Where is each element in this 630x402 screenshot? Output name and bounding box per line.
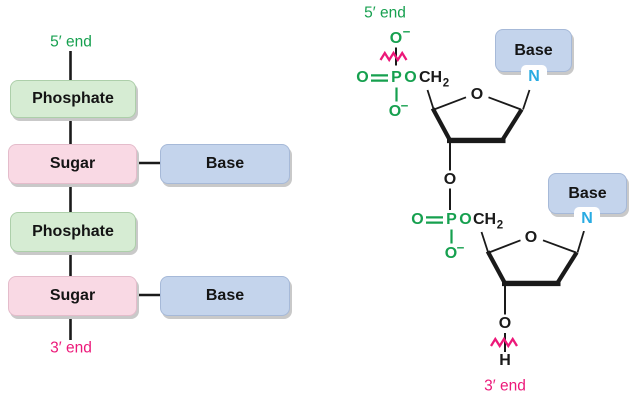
nitrogen-1-notch: N [521, 65, 547, 89]
o3-hydrogen-atom: H [499, 352, 511, 369]
p1-phosphorus-atom: P [391, 69, 402, 86]
phosphate-box-2-label: Phosphate [32, 223, 114, 240]
o3-oxygen-atom: O [498, 315, 512, 332]
phosphodiester-bridge-oxygen-atom: O [443, 170, 457, 188]
p1-ester-oxygen-atom: O [404, 69, 417, 86]
ring2-left-wedge [485, 250, 507, 284]
structure-3prime-end-label: 3′ end [484, 376, 526, 394]
n2-to-ring2-bond [576, 230, 585, 253]
base-box-1: Base [160, 144, 290, 184]
ring2-top-right-edge [542, 239, 577, 254]
base-box-2: Base [160, 276, 290, 316]
phosphate-box-1-label: Phosphate [32, 90, 114, 107]
nitrogen-1-atom: N [528, 68, 540, 85]
ch2-group-2: CH [472, 210, 497, 228]
ring1-top-right-edge [488, 96, 522, 111]
phosphate-box-2: Phosphate [10, 212, 136, 252]
structure-base-box-1: Base [495, 29, 572, 72]
p2-phosphorus-atom: P [446, 211, 457, 228]
schematic-5prime-end-label: 5′ end [50, 32, 92, 50]
phosphate-box-1: Phosphate [10, 80, 136, 118]
p2-bottom-oxygen-charge: – [456, 238, 465, 254]
n1-to-ring1-bond [522, 89, 531, 110]
p1-top-oxygen-atom: O [389, 29, 403, 47]
p2-bottom-oxygen-atom: O [444, 245, 458, 262]
ch2-to-ring1-bond [426, 89, 435, 110]
ch2-group-1: CH [418, 68, 443, 86]
squiggle-3prime [490, 336, 518, 349]
sugar-box-1-label: Sugar [49, 155, 96, 172]
base-box-2-label: Base [205, 287, 245, 304]
sugar-box-2-label: Sugar [49, 287, 96, 304]
ch2-group-1-subscript: 2 [442, 77, 450, 90]
phosphate-green-bonds [371, 74, 453, 244]
base-box-1-label: Base [205, 155, 245, 172]
ring1-oxygen-atom: O [470, 86, 484, 103]
p1-bottom-oxygen-atom: O [388, 103, 402, 120]
ring2-right-wedge [555, 251, 579, 285]
p1-double-bond-oxygen-atom: O [356, 69, 369, 86]
schematic-3prime-end-label: 3′ end [50, 339, 92, 357]
nucleotide2-bonds [480, 230, 585, 352]
ring1-right-wedge [500, 108, 524, 142]
p2-ester-oxygen-atom: O [459, 211, 472, 228]
squiggle-5prime [379, 50, 408, 63]
ring2-oxygen-atom: O [524, 229, 538, 246]
nitrogen-2-atom: N [581, 210, 593, 227]
ch2-to-ring2-bond [480, 231, 489, 253]
p2-double-bond-oxygen-atom: O [411, 211, 424, 228]
ch2-group-2-subscript: 2 [496, 219, 504, 232]
ring2-top-left-edge [488, 239, 521, 254]
sugar-box-1: Sugar [8, 144, 137, 184]
p1-top-oxygen-charge: – [402, 22, 411, 38]
structure-base-1-label: Base [514, 41, 553, 59]
structure-5prime-end-label: 5′ end [364, 3, 406, 21]
ring1-left-wedge [430, 107, 452, 141]
nitrogen-2-notch: N [574, 207, 600, 231]
cleavage-squiggles [379, 50, 518, 349]
structure-base-2-label: Base [568, 184, 607, 202]
nucleotide1-bonds [395, 47, 531, 210]
p1-bottom-oxygen-charge: – [400, 96, 409, 112]
ring1-top-left-edge [433, 96, 467, 111]
sugar-box-2: Sugar [8, 276, 137, 316]
